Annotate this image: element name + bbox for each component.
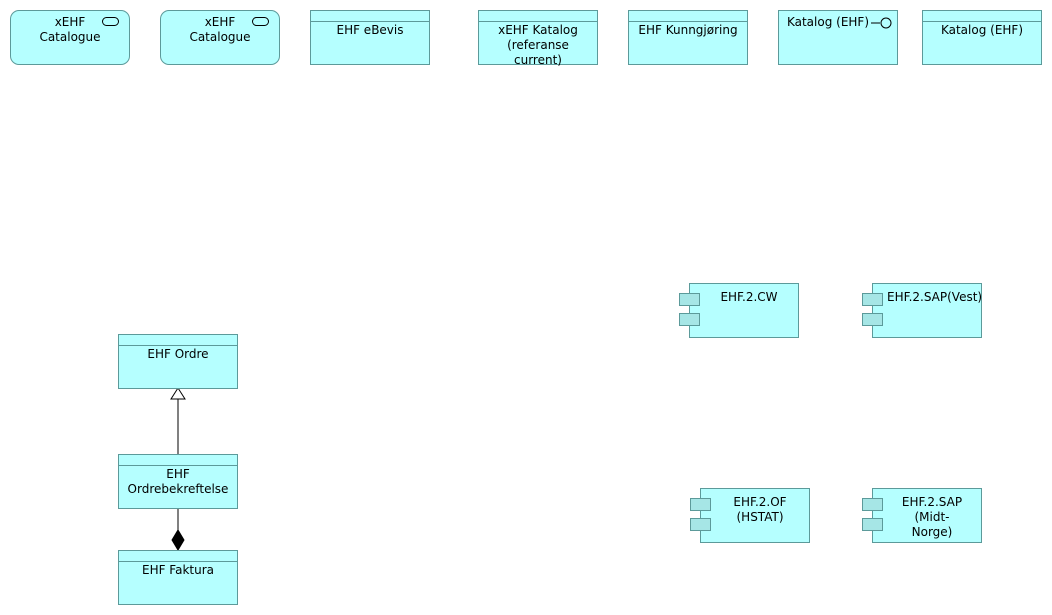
interface-label: Katalog (EHF) [786,15,870,29]
component-tab-icon [690,498,711,511]
object-ehf-kunngjoring[interactable]: EHF Kunngjøring [628,10,748,65]
component-tab-icon [679,293,700,306]
interface-katalog-ehf[interactable]: Katalog (EHF) [778,10,898,65]
object-label: Katalog (EHF) [940,23,1024,37]
component-label: EHF.2.SAP(Vest) [887,290,983,304]
component-tab-icon [690,518,711,531]
object-label: xEHF Katalog (referanse current) [498,23,578,67]
object-label: EHF Ordre [147,347,209,361]
business-service-icon [102,17,119,26]
service-xehf-catalogue-2[interactable]: xEHF Catalogue [160,10,280,65]
object-ehf-ebevis[interactable]: EHF eBevis [310,10,430,65]
object-label: EHF Ordrebekreftelse [127,467,229,496]
object-xehf-katalog[interactable]: xEHF Katalog (referanse current) [478,10,598,67]
component-label: EHF.2.OF (HSTAT) [733,495,787,524]
component-label: EHF.2.CW [720,290,778,304]
object-header-divider [629,21,747,22]
object-label: EHF eBevis [336,23,404,37]
object-header-divider [119,345,237,346]
object-header-divider [923,21,1041,22]
object-ehf-faktura[interactable]: EHF Faktura [118,550,238,605]
component-tab-icon [679,313,700,326]
component-label: EHF.2.SAP (Midt- Norge) [901,495,963,539]
business-service-icon [252,17,269,26]
component-tab-icon [862,293,883,306]
component-ehf-2-of-hstat[interactable]: EHF.2.OF (HSTAT) [690,488,810,543]
object-header-divider [119,465,237,466]
component-tab-icon [862,313,883,326]
service-label: xEHF Catalogue [39,15,101,44]
object-ehf-ordrebekreftelse[interactable]: EHF Ordrebekreftelse [118,454,238,509]
object-label: EHF Kunngjøring [638,23,738,37]
object-katalog-ehf[interactable]: Katalog (EHF) [922,10,1042,65]
object-header-divider [119,561,237,562]
object-label: EHF Faktura [141,563,215,577]
component-ehf-2-cw[interactable]: EHF.2.CW [679,283,799,338]
component-tab-icon [862,518,883,531]
interface-icon [871,17,892,29]
component-ehf-2-sap-midt-norge[interactable]: EHF.2.SAP (Midt- Norge) [862,488,982,543]
service-label: xEHF Catalogue [189,15,251,44]
component-tab-icon [862,498,883,511]
component-ehf-2-sap-vest[interactable]: EHF.2.SAP(Vest) [862,283,983,338]
object-header-divider [479,21,597,22]
composition-diamond [171,529,185,551]
specialization-arrowhead [170,387,186,400]
service-xehf-catalogue-1[interactable]: xEHF Catalogue [10,10,130,65]
object-header-divider [311,21,429,22]
object-ehf-ordre[interactable]: EHF Ordre [118,334,238,389]
